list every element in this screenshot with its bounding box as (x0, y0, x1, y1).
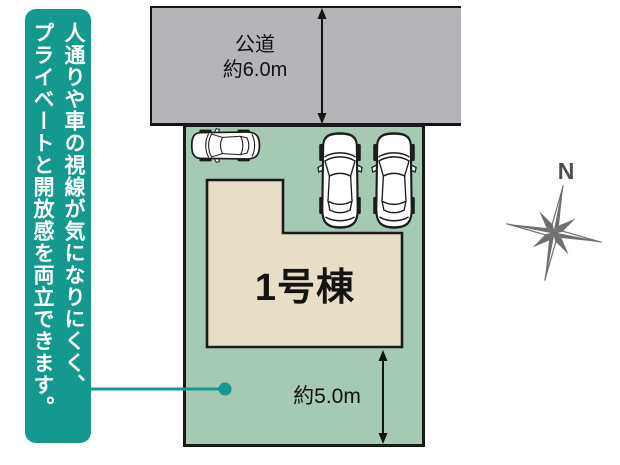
compass-north-label: N (557, 158, 575, 184)
road-width-label: 約6.0m (222, 59, 288, 81)
road-width-arrow (317, 8, 327, 124)
building-footprint (205, 178, 404, 349)
compass-rose-icon (506, 185, 602, 281)
callout-text: 人通りや車の視線が気になりにくく、 プライベートと開放感を両立できます。 (27, 22, 89, 443)
setback-dimension-label: 約5.0m (293, 385, 361, 408)
road-type-label: 公道 (235, 34, 275, 56)
callout-connector-dot (218, 382, 232, 396)
car-top-view-icon (371, 132, 417, 229)
callout-connector (91, 382, 232, 396)
callout-text-column-2: プライベートと開放感を両立できます。 (31, 22, 54, 418)
setback-arrow (378, 350, 388, 444)
callout-text-column-1: 人通りや車の視線が気になりにくく、 (62, 22, 85, 396)
car-top-view-icon (190, 128, 261, 163)
building-label: 1号棟 (254, 267, 356, 309)
callout-banner: 人通りや車の視線が気になりにくく、 プライベートと開放感を両立できます。 (25, 9, 91, 443)
road-label: 公道 約6.0m (185, 33, 325, 83)
car-top-view-icon (317, 132, 363, 229)
